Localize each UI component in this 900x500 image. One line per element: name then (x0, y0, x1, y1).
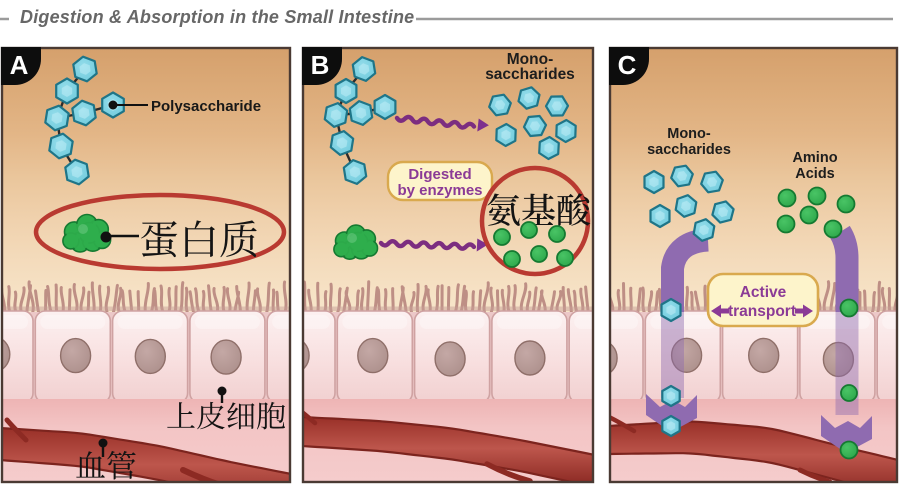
svg-text:by enzymes: by enzymes (397, 182, 482, 199)
svg-text:Acids: Acids (795, 166, 835, 182)
svg-text:Polysaccharide: Polysaccharide (151, 98, 261, 115)
svg-text:transport: transport (728, 303, 796, 320)
svg-text:saccharides: saccharides (485, 66, 575, 83)
svg-text:B: B (311, 50, 330, 80)
svg-text:Digestion & Absorption in the: Digestion & Absorption in the Small Inte… (20, 7, 414, 27)
svg-text:Mono-: Mono- (667, 126, 711, 142)
svg-text:Active: Active (740, 284, 787, 301)
svg-text:Digested: Digested (408, 166, 471, 183)
svg-text:saccharides: saccharides (647, 142, 731, 158)
svg-text:Amino: Amino (792, 150, 837, 166)
svg-text:C: C (618, 50, 637, 80)
svg-text:Mono-: Mono- (507, 51, 553, 68)
svg-text:A: A (10, 50, 29, 80)
